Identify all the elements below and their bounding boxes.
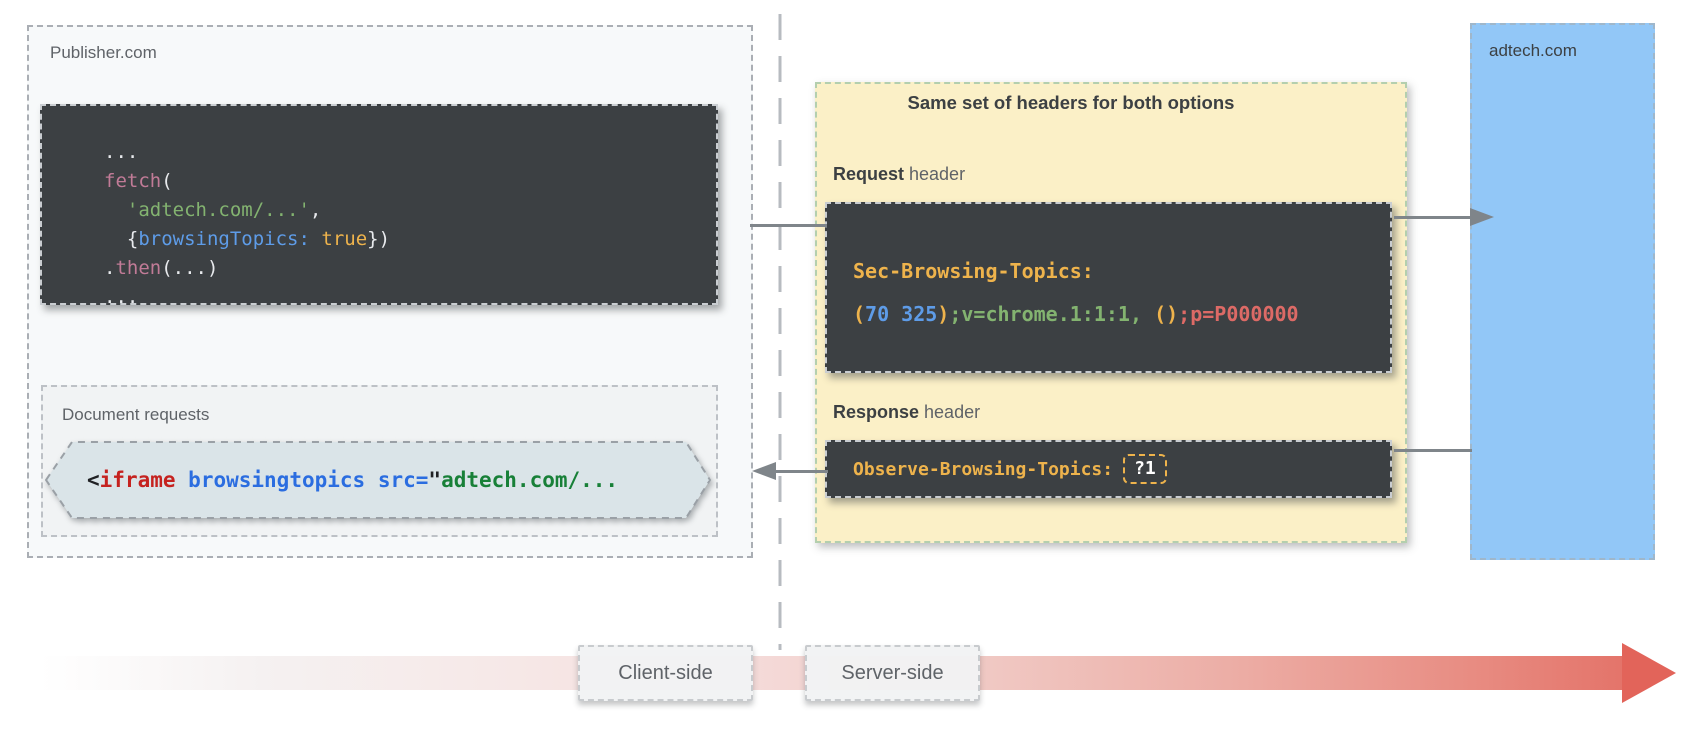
request-header-label-bold: Request — [833, 164, 905, 184]
code-line: {browsingTopics: true}) — [104, 228, 391, 250]
response-value-chip: ?1 — [1123, 454, 1167, 484]
fetch-code-block: ... fetch( 'adtech.com/...', {browsingTo… — [40, 104, 718, 308]
request-header-code-block: Sec-Browsing-Topics: (70 325);v=chrome.1… — [825, 202, 1392, 373]
server-side-label: Server-side — [841, 661, 944, 684]
arrowhead-right-icon — [1470, 208, 1494, 226]
request-header-label: Request header — [833, 164, 965, 185]
code-line: .then(...) — [104, 257, 219, 279]
response-header-label: Response header — [833, 402, 980, 423]
request-line-publisher-to-headers — [750, 224, 827, 227]
response-header-label-rest: header — [919, 402, 981, 422]
response-header-code-block: Observe-Browsing-Topics: ?1 — [825, 440, 1392, 498]
adtech-label: adtech.com — [1489, 41, 1577, 60]
adtech-panel: adtech.com — [1470, 23, 1655, 560]
request-line-headers-to-adtech — [1394, 216, 1472, 219]
iframe-code-line: <iframe browsingtopics src="adtech.com/.… — [87, 468, 619, 492]
headers-panel-title: Same set of headers for both options — [907, 92, 1235, 113]
request-header-label-rest: header — [904, 164, 966, 184]
client-side-label: Client-side — [618, 661, 713, 684]
code-line: Observe-Browsing-Topics: — [853, 458, 1114, 480]
code-line: 'adtech.com/...', — [126, 199, 322, 221]
arrowhead-left-icon — [752, 462, 776, 480]
code-line: ... — [104, 286, 139, 308]
code-line: fetch( — [104, 170, 173, 192]
document-requests-label: Document requests — [62, 405, 210, 424]
timeline-arrowhead-icon — [1622, 643, 1676, 703]
client-side-box: Client-side — [578, 645, 753, 701]
code-line: Sec-Browsing-Topics: — [853, 259, 1094, 283]
response-header-label-bold: Response — [833, 402, 920, 422]
iframe-hexagon-shape — [45, 441, 712, 519]
response-line-headers-to-publisher — [776, 470, 828, 473]
code-line: ... — [104, 141, 139, 163]
code-line: (70 325);v=chrome.1:1:1, ();p=P000000 — [853, 302, 1299, 326]
client-server-divider — [778, 14, 782, 650]
response-line-adtech-to-headers — [1394, 449, 1472, 452]
server-side-box: Server-side — [805, 645, 980, 701]
publisher-label: Publisher.com — [50, 43, 157, 62]
